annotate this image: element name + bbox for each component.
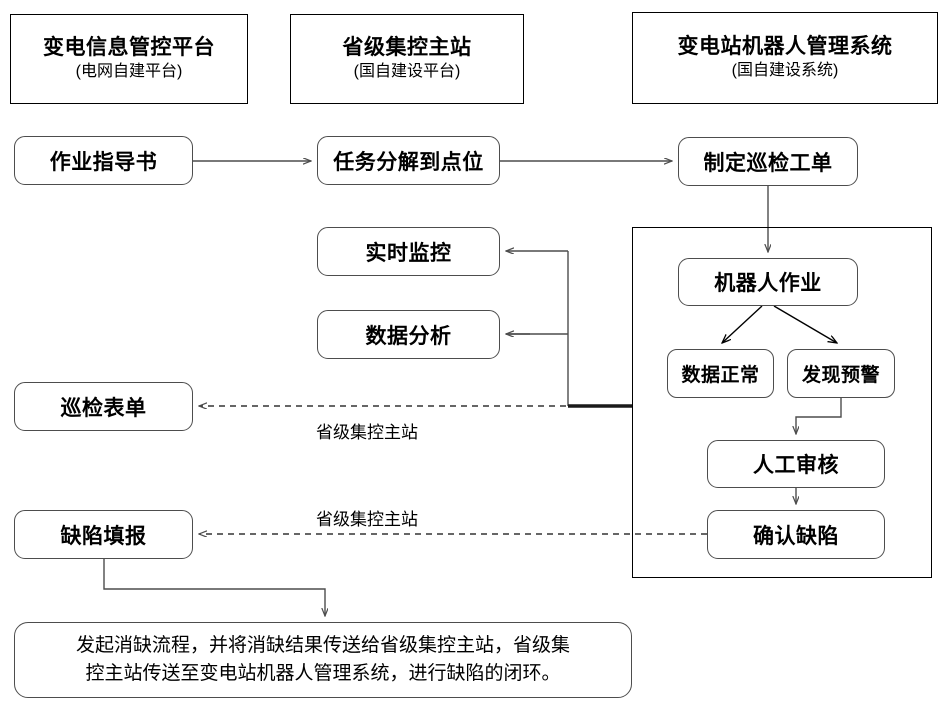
robot-system-group-box: [632, 227, 932, 578]
header-title: 省级集控主站: [342, 36, 472, 60]
node-robot-operation[interactable]: 机器人作业: [678, 258, 858, 306]
node-realtime-monitor[interactable]: 实时监控: [317, 227, 500, 276]
closure-note-line-2: 控主站传送至变电站机器人管理系统，进行缺陷的闭环。: [85, 663, 561, 684]
header-box-power-info-platform: 变电信息管控平台 (电网自建平台): [10, 14, 248, 104]
node-data-normal[interactable]: 数据正常: [667, 349, 774, 398]
node-create-workorder[interactable]: 制定巡检工单: [678, 137, 858, 186]
header-box-provincial-control-station: 省级集控主站 (国自建设平台): [290, 14, 524, 104]
node-task-decompose[interactable]: 任务分解到点位: [317, 136, 500, 185]
edge-label-to-inspection-form: 省级集控主站: [316, 423, 418, 442]
node-defect-report[interactable]: 缺陷填报: [14, 510, 193, 559]
header-subtitle: (国自建设平台): [353, 63, 461, 81]
node-work-instruction[interactable]: 作业指导书: [14, 136, 193, 185]
node-closure-note[interactable]: 发起消缺流程，并将消缺结果传送给省级集控主站，省级集 控主站传送至变电站机器人管…: [14, 622, 632, 698]
node-data-analysis[interactable]: 数据分析: [317, 310, 500, 359]
edge-defect-report-to-note: [103, 559, 325, 616]
node-warning-found[interactable]: 发现预警: [787, 349, 895, 398]
node-confirm-defect[interactable]: 确认缺陷: [707, 510, 885, 559]
closure-note-line-1: 发起消缺流程，并将消缺结果传送给省级集控主站，省级集: [75, 634, 570, 656]
edge-label-to-defect-report: 省级集控主站: [316, 510, 418, 529]
header-subtitle: (电网自建平台): [75, 63, 183, 81]
header-title: 变电站机器人管理系统: [677, 35, 893, 59]
header-box-robot-management-system: 变电站机器人管理系统 (国自建设系统): [632, 12, 938, 104]
header-subtitle: (国自建设系统): [731, 62, 839, 80]
header-title: 变电信息管控平台: [43, 36, 215, 60]
node-manual-review[interactable]: 人工审核: [707, 440, 885, 488]
node-inspection-form[interactable]: 巡检表单: [14, 382, 193, 431]
